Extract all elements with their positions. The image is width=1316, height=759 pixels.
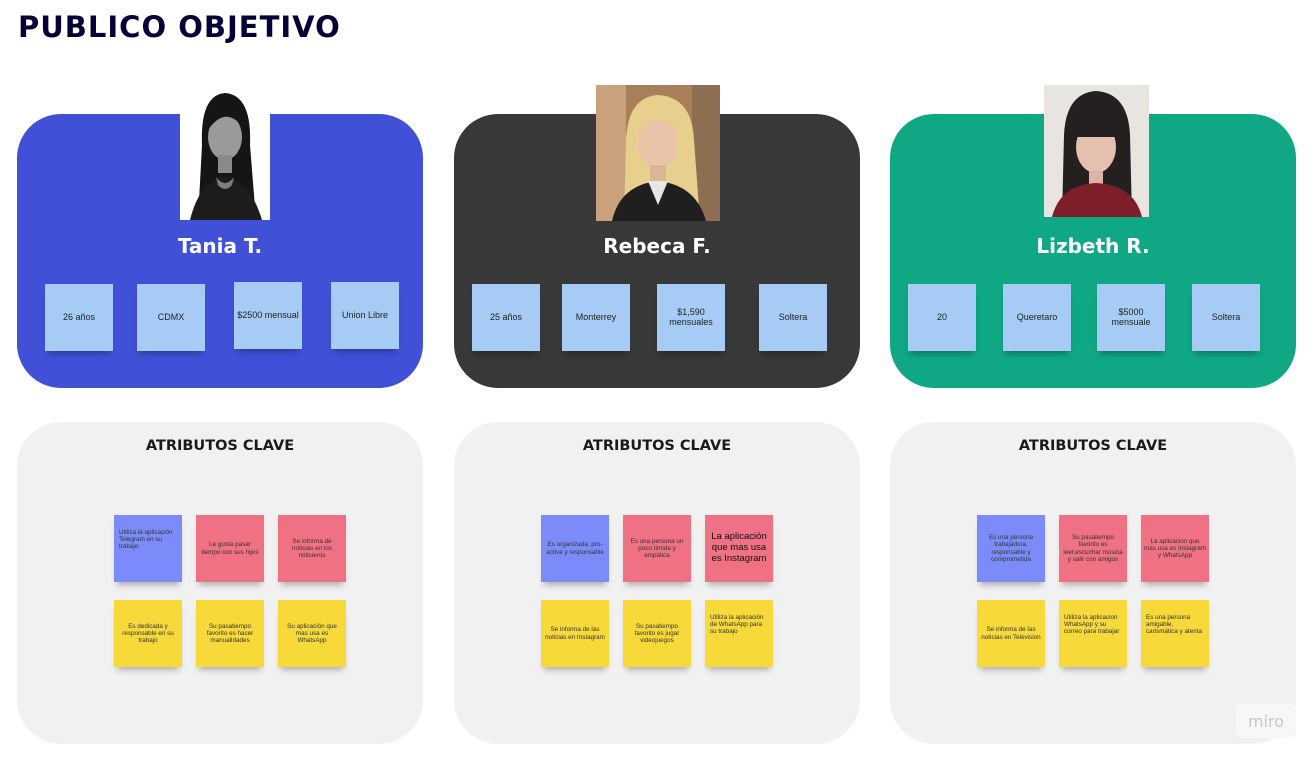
attribute-sticky[interactable]: Es una persona trabajadora, responsable … [977, 515, 1045, 582]
info-sticky-status[interactable]: Soltera [1192, 284, 1260, 351]
persona-name: Lizbeth R. [1036, 234, 1150, 258]
info-sticky-city[interactable]: Queretaro [1003, 284, 1071, 351]
attribute-sticky[interactable]: Utiliza la aplicación Telegram en su tra… [114, 515, 182, 582]
attribute-sticky[interactable]: Es organizada, pro-active y responsable [541, 515, 609, 582]
miro-watermark: miro [1236, 704, 1296, 738]
attributes-title: ATRIBUTOS CLAVE [582, 438, 732, 454]
attribute-sticky[interactable]: Su pasatiempo favorito es hacer manualid… [196, 600, 264, 667]
attribute-sticky[interactable]: La aplicación que mas usa es Instagram [705, 515, 773, 582]
attribute-sticky[interactable]: Utiliza la aplicación de WhatsApp para s… [705, 600, 773, 667]
info-sticky-income[interactable]: $1,590 mensuales [657, 284, 725, 351]
attribute-sticky[interactable]: Es una persona amigable, carismática y a… [1141, 600, 1209, 667]
info-sticky-status[interactable]: Soltera [759, 284, 827, 351]
attribute-sticky[interactable]: Se informa de noticias en los noticieros [278, 515, 346, 582]
attribute-sticky[interactable]: Es dedicada y responsable en su trabajo [114, 600, 182, 667]
info-sticky-city[interactable]: CDMX [137, 284, 205, 351]
persona-name: Tania T. [177, 234, 263, 258]
info-sticky-age[interactable]: 20 [908, 284, 976, 351]
attribute-sticky[interactable]: Se informa de las noticias en Television [977, 600, 1045, 667]
board-title: PUBLICO OBJETIVO [18, 10, 341, 44]
attribute-sticky[interactable]: Su aplicación que mas usa es WhatsApp [278, 600, 346, 667]
persona-photo-rebeca[interactable] [596, 85, 720, 221]
persona-photo-tania[interactable] [180, 85, 270, 220]
attribute-sticky[interactable]: Le gusta pasar tiempo con sus hijos [196, 515, 264, 582]
attribute-sticky[interactable]: Es una persona un poco tímida y empática [623, 515, 691, 582]
attribute-sticky[interactable]: La aplicacion que mas usa es Instagram y… [1141, 515, 1209, 582]
info-sticky-city[interactable]: Monterrey [562, 284, 630, 351]
info-sticky-income[interactable]: $2500 mensual [234, 282, 302, 349]
attributes-title: ATRIBUTOS CLAVE [145, 438, 295, 454]
info-sticky-income[interactable]: $5000 mensuale [1097, 284, 1165, 351]
attributes-card-lizbeth[interactable]: ATRIBUTOS CLAVE Es una persona trabajado… [890, 422, 1296, 744]
info-sticky-age[interactable]: 25 años [472, 284, 540, 351]
persona-photo-lizbeth[interactable] [1044, 85, 1149, 217]
attributes-card-tania[interactable]: ATRIBUTOS CLAVE Utiliza la aplicación Te… [17, 422, 423, 744]
info-sticky-status[interactable]: Union Libre [331, 282, 399, 349]
attribute-sticky[interactable]: Su pasatiempo favorito es leer,escuchar … [1059, 515, 1127, 582]
persona-name: Rebeca F. [603, 234, 711, 258]
info-sticky-age[interactable]: 26 años [45, 284, 113, 351]
attribute-sticky[interactable]: Se informa de las noticias en Instagram [541, 600, 609, 667]
attributes-title: ATRIBUTOS CLAVE [1018, 438, 1168, 454]
attributes-card-rebeca[interactable]: ATRIBUTOS CLAVE Es organizada, pro-activ… [454, 422, 860, 744]
attribute-sticky[interactable]: Su pasatiempo favorito es jugar videojue… [623, 600, 691, 667]
attribute-sticky[interactable]: Utiliza la aplicacion WhatsApp y su corr… [1059, 600, 1127, 667]
